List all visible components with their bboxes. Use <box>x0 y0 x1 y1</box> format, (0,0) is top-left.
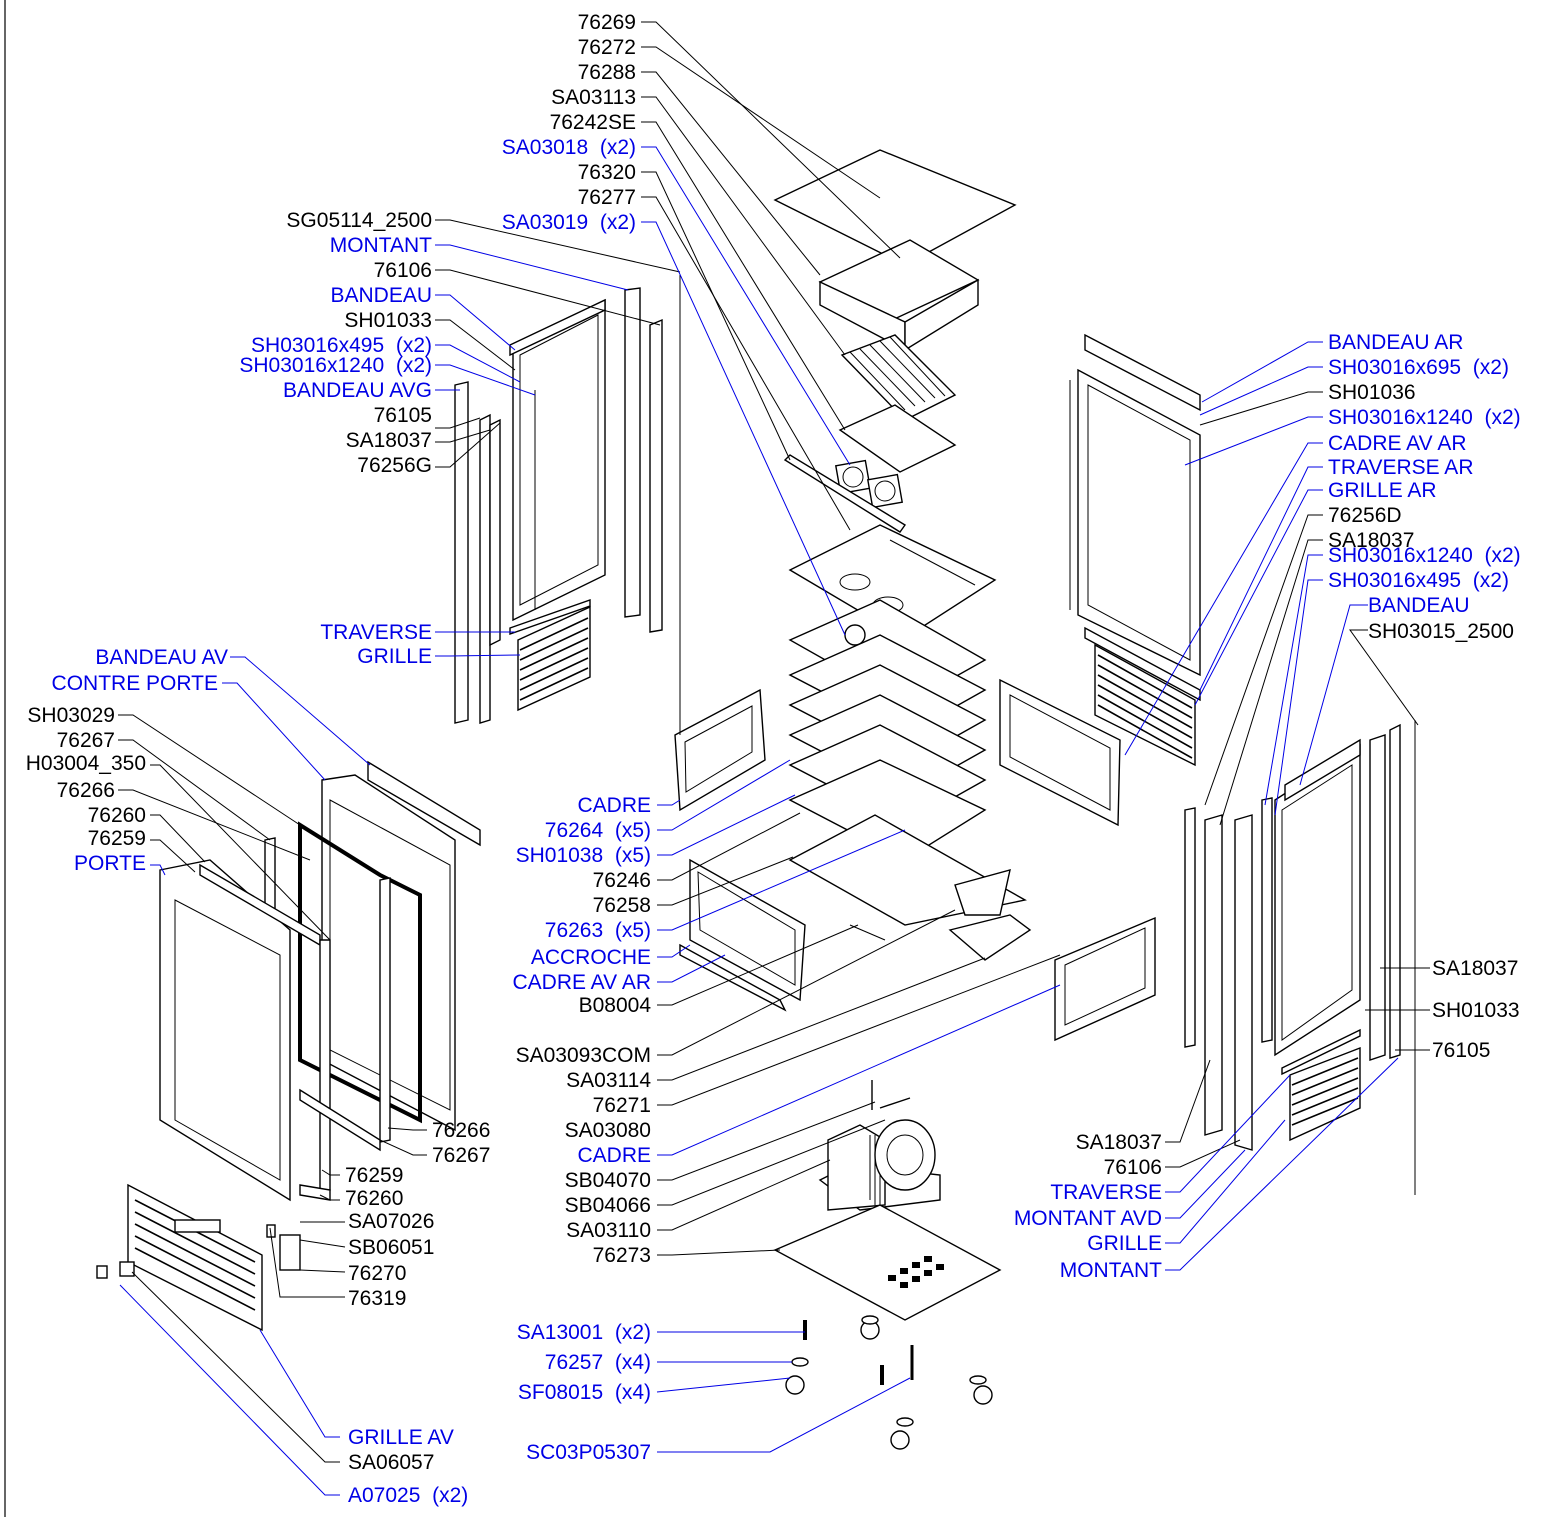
label-76256G: 76256G <box>357 454 432 477</box>
label-SA03019: SA03019 (x2) <box>502 211 636 234</box>
right-back-grille <box>1094 643 1196 767</box>
label-76259-door: 76259 <box>88 827 146 850</box>
label-SB04070: SB04070 <box>565 1169 651 1192</box>
door-gasket <box>298 821 422 1124</box>
label-contre-porte: CONTRE PORTE <box>52 672 218 695</box>
label-cadre-2: CADRE <box>577 1144 651 1167</box>
label-bandeau-left: BANDEAU <box>330 284 432 307</box>
label-76260-door: 76260 <box>88 804 146 827</box>
condenser-coil <box>840 334 957 421</box>
label-traverse-ar: TRAVERSE AR <box>1328 456 1473 479</box>
label-SA03080: SA03080 <box>565 1119 651 1142</box>
label-SB06051: SB06051 <box>348 1236 434 1259</box>
label-SH03016x1240-right-b: SH03016x1240 (x2) <box>1328 544 1521 567</box>
label-SA03113: SA03113 <box>551 86 636 109</box>
label-SH03015: SH03015_2500 <box>1368 620 1514 643</box>
label-cadre-1: CADRE <box>577 794 651 817</box>
label-76105-left: 76105 <box>374 404 432 427</box>
label-76266-door-r: 76266 <box>432 1119 490 1142</box>
label-SH03029: SH03029 <box>27 704 115 727</box>
label-bandeau-av: BANDEAU AV <box>95 646 228 669</box>
shelves <box>788 599 987 861</box>
label-A07025: A07025 (x2) <box>348 1484 468 1507</box>
label-cadre-av-ar-center: CADRE AV AR <box>513 971 652 994</box>
left-grille <box>517 605 591 712</box>
label-bandeau-avg: BANDEAU AVG <box>283 379 432 402</box>
label-SF08015: SF08015 (x4) <box>518 1381 651 1404</box>
label-SH03016x495-right: SH03016x495 (x2) <box>1328 569 1509 592</box>
leader-lines <box>118 21 1430 1496</box>
label-SA18037-left: SA18037 <box>346 429 432 452</box>
label-grille-right: GRILLE <box>1087 1232 1162 1255</box>
label-SA18037-right-c: SA18037 <box>1076 1131 1162 1154</box>
label-SH03016x1240-right-a: SH03016x1240 (x2) <box>1328 406 1521 429</box>
label-cadre-av-ar-right: CADRE AV AR <box>1328 432 1467 455</box>
label-SA13001: SA13001 (x2) <box>517 1321 651 1344</box>
label-SA07026: SA07026 <box>348 1210 434 1233</box>
label-76263: 76263 (x5) <box>545 919 651 942</box>
label-76259-door-r: 76259 <box>345 1164 403 1187</box>
label-bandeau-right: BANDEAU <box>1368 594 1470 617</box>
label-SH03016x1240-left: SH03016x1240 (x2) <box>239 354 432 377</box>
label-montant-right: MONTANT <box>1060 1259 1162 1282</box>
label-SC03P05307: SC03P05307 <box>526 1441 651 1464</box>
label-montant-left: MONTANT <box>330 234 432 257</box>
label-grille-ar: GRILLE AR <box>1328 479 1437 502</box>
label-SA03093COM: SA03093COM <box>516 1044 651 1067</box>
label-accroche: ACCROCHE <box>531 946 651 969</box>
label-traverse-right: TRAVERSE <box>1050 1181 1162 1204</box>
label-76264: 76264 (x5) <box>545 819 651 842</box>
front-grille <box>127 1183 263 1332</box>
label-SA03110: SA03110 <box>566 1219 651 1242</box>
label-76260-door-r: 76260 <box>345 1187 403 1210</box>
label-SA18037-right-b: SA18037 <box>1432 957 1518 980</box>
label-76256D: 76256D <box>1328 504 1402 527</box>
label-SA03114: SA03114 <box>566 1069 651 1092</box>
label-bandeau-ar: BANDEAU AR <box>1328 331 1463 354</box>
label-SA18037-right-a: SA18037 <box>1328 529 1414 552</box>
compressor <box>818 1119 941 1211</box>
label-76106-left: 76106 <box>374 259 432 282</box>
label-montant-avd: MONTANT AVD <box>1014 1207 1162 1230</box>
label-grille-av: GRILLE AV <box>348 1426 454 1449</box>
part-labels: 76269 76272 76288 SA03113 76242SE SA0301… <box>26 11 1521 1507</box>
parts-drawing <box>96 149 1416 1450</box>
label-76269: 76269 <box>578 11 636 34</box>
label-SA03018: SA03018 (x2) <box>502 136 636 159</box>
label-76105-right: 76105 <box>1432 1039 1490 1062</box>
label-76319: 76319 <box>348 1287 406 1310</box>
label-76106-right: 76106 <box>1104 1156 1162 1179</box>
label-76246: 76246 <box>593 869 651 892</box>
label-porte: PORTE <box>74 852 146 875</box>
label-76257: 76257 (x4) <box>545 1351 651 1374</box>
label-SB04066: SB04066 <box>565 1194 651 1217</box>
label-76288: 76288 <box>578 61 636 84</box>
label-76267-door: 76267 <box>57 729 115 752</box>
label-SH01033-right: SH01033 <box>1432 999 1520 1022</box>
label-traverse-left: TRAVERSE <box>320 621 432 644</box>
label-B08004: B08004 <box>579 994 652 1017</box>
label-76270: 76270 <box>348 1262 406 1285</box>
label-SA06057: SA06057 <box>348 1451 434 1474</box>
label-H03004: H03004_350 <box>26 752 146 775</box>
label-SG05114: SG05114_2500 <box>286 209 432 232</box>
label-76271: 76271 <box>593 1094 651 1117</box>
label-grille-left: GRILLE <box>357 645 432 668</box>
label-76258: 76258 <box>593 894 651 917</box>
label-76277: 76277 <box>578 186 636 209</box>
label-SH01033-left: SH01033 <box>344 309 432 332</box>
label-76272: 76272 <box>578 36 636 59</box>
label-SH01038: SH01038 (x5) <box>516 844 651 867</box>
label-76267-door-r: 76267 <box>432 1144 490 1167</box>
label-76242SE: 76242SE <box>550 111 636 134</box>
label-SH03016x495-left: SH03016x495 (x2) <box>251 334 432 357</box>
label-76320: 76320 <box>578 161 636 184</box>
label-SH03016x695: SH03016x695 (x2) <box>1328 356 1509 379</box>
label-76266-door: 76266 <box>57 779 115 802</box>
right-front-grille <box>1289 1046 1361 1142</box>
casters <box>785 1315 993 1450</box>
label-76273: 76273 <box>593 1244 651 1267</box>
label-SH01036: SH01036 <box>1328 381 1416 404</box>
